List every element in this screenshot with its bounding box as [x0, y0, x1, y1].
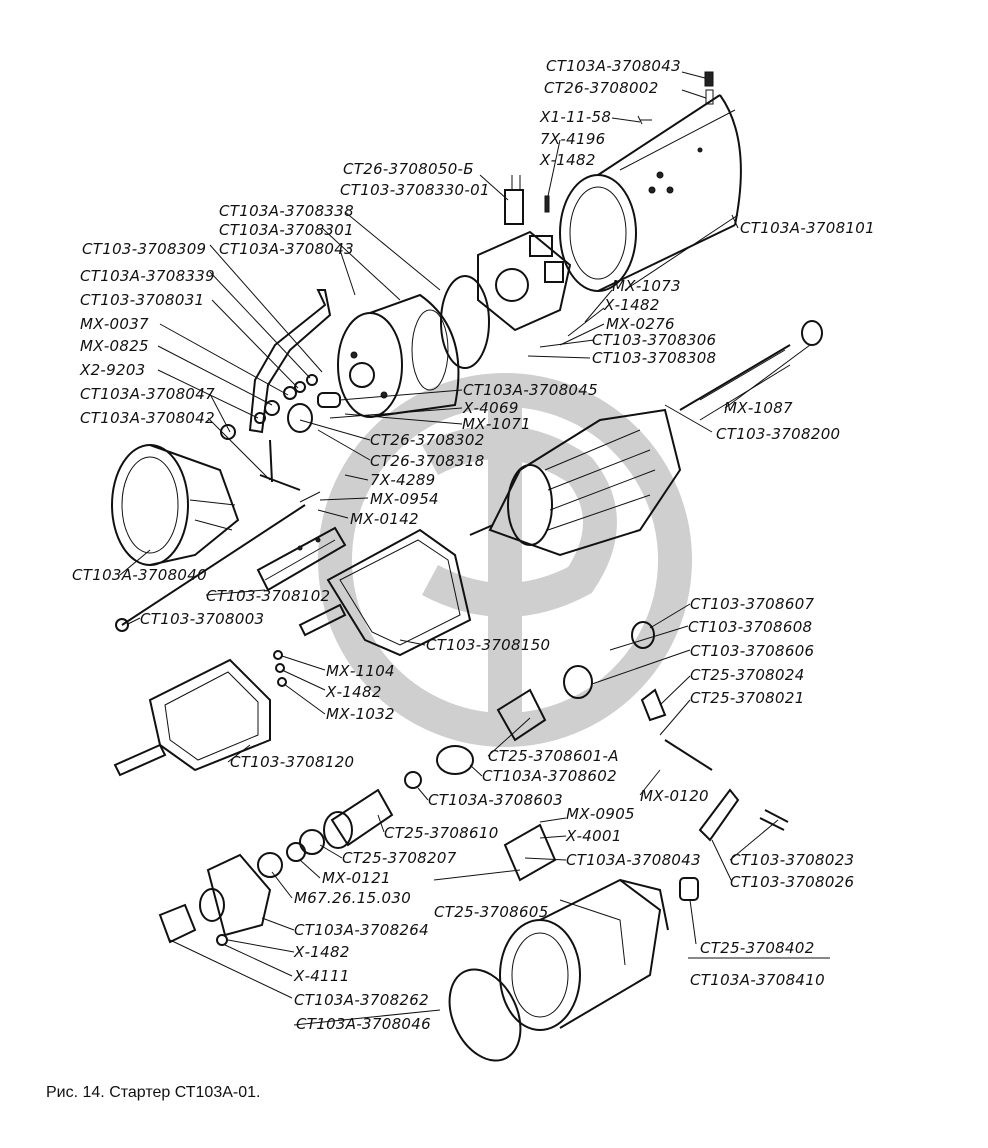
drive-assembly	[257, 621, 789, 901]
drive-end-housing	[559, 71, 742, 292]
label-7x-4196: 7Х-4196	[540, 130, 606, 148]
label-ct25-3708601-a: СТ25-3708601-А	[488, 747, 619, 765]
label-ct103-3708031: СТ103-3708031	[80, 291, 205, 309]
label-ct103a-3708603: СТ103А-3708603	[428, 791, 563, 809]
brush-holder	[477, 115, 652, 332]
label-x-1482-low: Х-1482	[294, 943, 350, 961]
armature	[469, 320, 823, 557]
label-mx-0037: МХ-0037	[80, 315, 149, 333]
label-ct103-3708330-01: СТ103-3708330-01	[340, 181, 490, 199]
label-ct103a-3708264: СТ103А-3708264	[294, 921, 429, 939]
label-ct103a-3708043-low: СТ103А-3708043	[566, 851, 701, 869]
label-ct103-3708308: СТ103-3708308	[592, 349, 717, 367]
label-mx-0954: МХ-0954	[370, 490, 439, 508]
label-ct103a-3708301: СТ103А-3708301	[219, 221, 354, 239]
label-mx-1032: МХ-1032	[326, 705, 395, 723]
figure-caption: Рис. 14. Стартер СТ103А-01.	[46, 1084, 261, 1101]
watermark-logo	[318, 373, 692, 747]
label-ct26-3708302: СТ26-3708302	[370, 431, 485, 449]
label-mx-0121: МХ-0121	[322, 869, 391, 887]
label-ct103-3708102: СТ103-3708102	[206, 587, 331, 605]
label-ct103-3708023: СТ103-3708023	[730, 851, 855, 869]
label-ct103-3708607: СТ103-3708607	[690, 595, 815, 613]
label-ct103-3708608: СТ103-3708608	[688, 618, 813, 636]
pole-ring	[111, 444, 240, 566]
field-coil-lower	[113, 650, 287, 777]
label-mx-1073: МХ-1073	[612, 277, 681, 295]
label-ct25-3708402: СТ25-3708402	[700, 939, 815, 957]
label-7x-4289: 7Х-4289	[370, 471, 436, 489]
label-mx-1071: МХ-1071	[462, 415, 531, 433]
label-ct103a-3708101: СТ103А-3708101	[740, 219, 875, 237]
label-mx-0120: МХ-0120	[640, 787, 709, 805]
leader-lines	[119, 71, 830, 1026]
field-coil-upper	[298, 528, 472, 657]
label-ct103a-3708045: СТ103А-3708045	[463, 381, 598, 399]
label-x-1482-right: Х-1482	[604, 296, 660, 314]
terminal-bracket	[220, 289, 341, 491]
label-ct103a-3708043-mid: СТ103А-3708043	[219, 240, 354, 258]
label-ct103a-3708338: СТ103А-3708338	[219, 202, 354, 220]
label-x-1482-mid: Х-1482	[326, 683, 382, 701]
label-ct26-3708318: СТ26-3708318	[370, 452, 485, 470]
label-x1-11-58: Х1-11-58	[540, 108, 612, 126]
label-ct25-3708021: СТ25-3708021	[690, 689, 805, 707]
label-ct103-3708003: СТ103-3708003	[140, 610, 265, 628]
label-ct25-3708024: СТ25-3708024	[690, 666, 805, 684]
label-ct103a-3708262: СТ103А-3708262	[294, 991, 429, 1009]
label-ct103-3708606: СТ103-3708606	[690, 642, 815, 660]
label-x-4001: Х-4001	[566, 827, 622, 845]
label-ct103a-3708043-top: СТ103А-3708043	[546, 57, 681, 75]
label-mx-0905: МХ-0905	[566, 805, 635, 823]
label-ct103-3708120: СТ103-3708120	[230, 753, 355, 771]
label-ct103-3708306: СТ103-3708306	[592, 331, 717, 349]
label-x-1482-top: Х-1482	[540, 151, 596, 169]
label-ct103a-3708339: СТ103А-3708339	[80, 267, 215, 285]
label-mx-0825: МХ-0825	[80, 337, 149, 355]
label-mx-1104: МХ-1104	[326, 662, 395, 680]
label-ct103a-3708047: СТ103А-3708047	[80, 385, 215, 403]
label-ct26-3708002: СТ26-3708002	[544, 79, 659, 97]
through-bolt	[115, 491, 321, 632]
label-x2-9203: Х2-9203	[80, 361, 146, 379]
label-ct103a-3708046: СТ103А-3708046	[296, 1015, 431, 1033]
label-ct26-3708050-b: СТ26-3708050-Б	[343, 160, 474, 178]
label-ct103a-3708040: СТ103А-3708040	[72, 566, 207, 584]
label-x-4111: Х-4111	[294, 967, 350, 985]
label-ct103a-3708602: СТ103А-3708602	[482, 767, 617, 785]
o-ring-large	[448, 968, 522, 1062]
label-x-4069: Х-4069	[463, 399, 519, 417]
label-ct103a-3708410: СТ103А-3708410	[690, 971, 825, 989]
label-mx-0276: МХ-0276	[606, 315, 675, 333]
label-ct25-3708610: СТ25-3708610	[384, 824, 499, 842]
label-ct103-3708150: СТ103-3708150	[426, 636, 551, 654]
pinion-plate	[158, 853, 272, 946]
label-ct25-3708207: СТ25-3708207	[342, 849, 457, 867]
label-mx-1087: МХ-1087	[724, 399, 793, 417]
label-mx-0142: МХ-0142	[350, 510, 419, 528]
label-ct103-3708026: СТ103-3708026	[730, 873, 855, 891]
end-cover	[337, 275, 490, 418]
drive-end-bracket	[499, 878, 669, 1031]
label-ct103-3708309: СТ103-3708309	[82, 240, 207, 258]
pole-shoe	[256, 526, 347, 592]
label-ct103a-3708042: СТ103А-3708042	[80, 409, 215, 427]
label-m67-26-15-030: М67.26.15.030	[294, 889, 412, 907]
label-ct25-3708605: СТ25-3708605	[434, 903, 549, 921]
label-ct103-3708200: СТ103-3708200	[716, 425, 841, 443]
